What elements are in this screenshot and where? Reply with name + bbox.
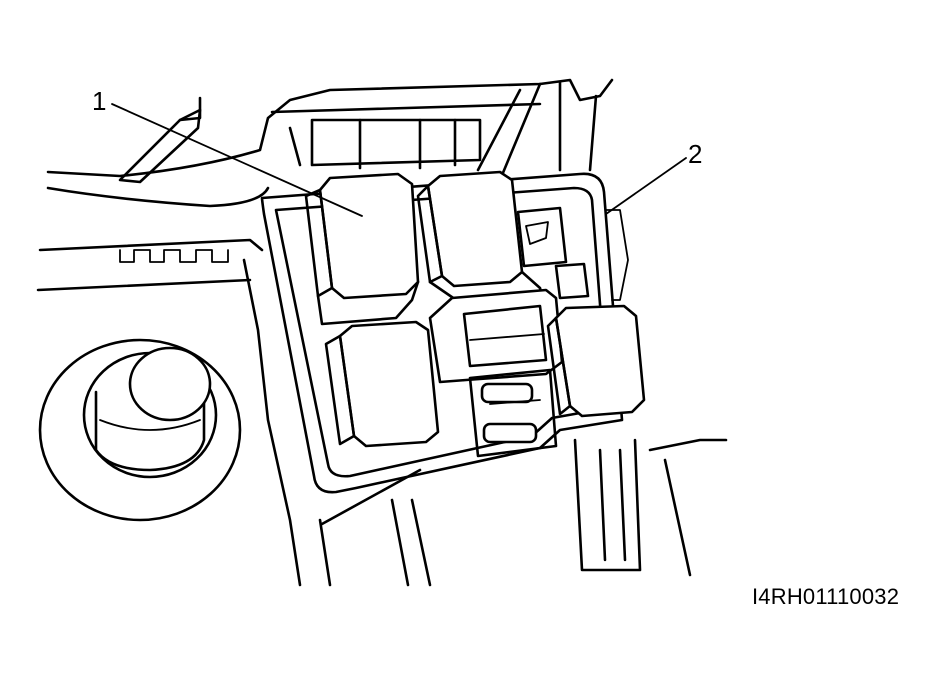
leader-line-1 [111, 103, 363, 217]
relays [304, 170, 646, 458]
grommet-knob [38, 338, 242, 522]
callout-1: 1 [92, 86, 107, 116]
leader-line-2 [605, 157, 687, 215]
relay-box-housing [260, 172, 629, 494]
figure-code: I4RH01110032 [752, 584, 900, 609]
callout-2: 2 [688, 139, 703, 169]
